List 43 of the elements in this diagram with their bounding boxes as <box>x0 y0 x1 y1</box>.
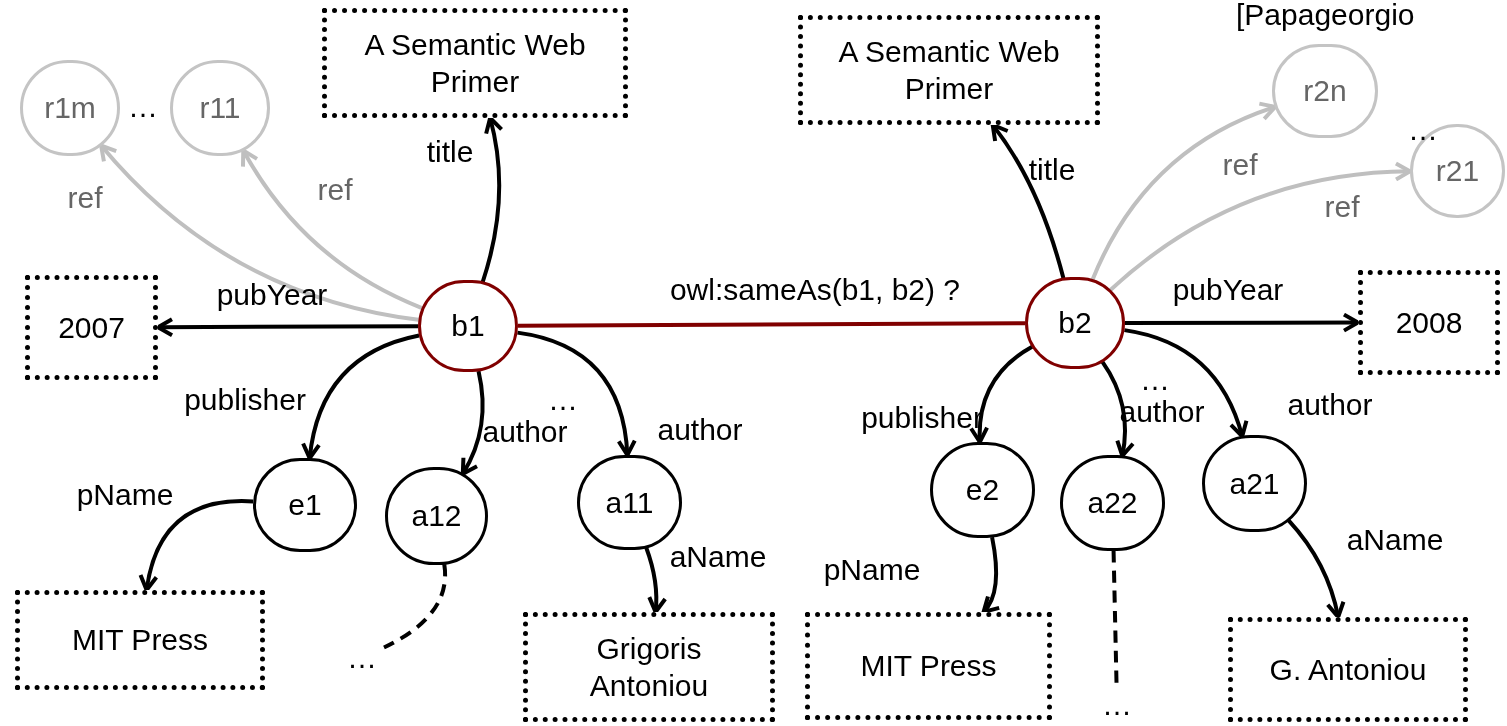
edge-label: pName <box>75 477 175 514</box>
edge-label: pubYear <box>215 277 329 314</box>
literal-box: G. Antoniou <box>1228 617 1468 722</box>
arrow <box>99 143 419 322</box>
edge-label: title <box>1027 152 1077 189</box>
literal-box: MIT Press <box>805 612 1052 720</box>
dashed-connector <box>383 564 448 650</box>
edge-label: ref <box>316 172 354 209</box>
arrow <box>156 317 418 338</box>
literal-box: MIT Press <box>15 590 265 690</box>
literal-box: 2008 <box>1358 270 1500 375</box>
edge-label: ref <box>1323 189 1361 226</box>
literal-box: A Semantic Web Primer <box>322 8 628 118</box>
arrow <box>241 148 423 310</box>
ellipsis-text: … <box>340 640 384 676</box>
edge-label: author <box>656 412 744 449</box>
ellipsis-text: … <box>128 92 158 122</box>
edge-label: publisher <box>860 400 984 437</box>
edge-label: pName <box>822 552 922 589</box>
edge-label: author <box>481 414 569 451</box>
edge-label: publisher <box>183 382 307 419</box>
literal-box: Grigoris Antoniou <box>523 612 775 722</box>
ellipsis-text: … <box>548 385 578 415</box>
arrow <box>1287 519 1346 619</box>
citation-text: [Papageorgio <box>1236 0 1415 30</box>
literal-box: 2007 <box>25 275 158 380</box>
ellipsis-text: … <box>1140 365 1170 395</box>
arrow <box>990 123 1066 279</box>
ellipsis-text: … <box>1097 688 1137 722</box>
arrow <box>1108 161 1412 292</box>
literal-box: A Semantic Web Primer <box>798 15 1100 125</box>
arrow <box>460 370 485 476</box>
edge-label: pubYear <box>1171 272 1285 309</box>
arrow <box>981 536 1001 614</box>
edge-label: author <box>1286 387 1374 424</box>
edge-label: title <box>425 134 475 171</box>
ellipsis-text: … <box>1408 115 1438 145</box>
arrow <box>1125 312 1360 333</box>
edge-label: owl:sameAs(b1, b2) ? <box>668 272 962 309</box>
edge-label: ref <box>66 180 104 217</box>
edge-label: ref <box>1221 147 1259 184</box>
edge-label: aName <box>1345 522 1445 559</box>
arrow <box>139 499 254 592</box>
